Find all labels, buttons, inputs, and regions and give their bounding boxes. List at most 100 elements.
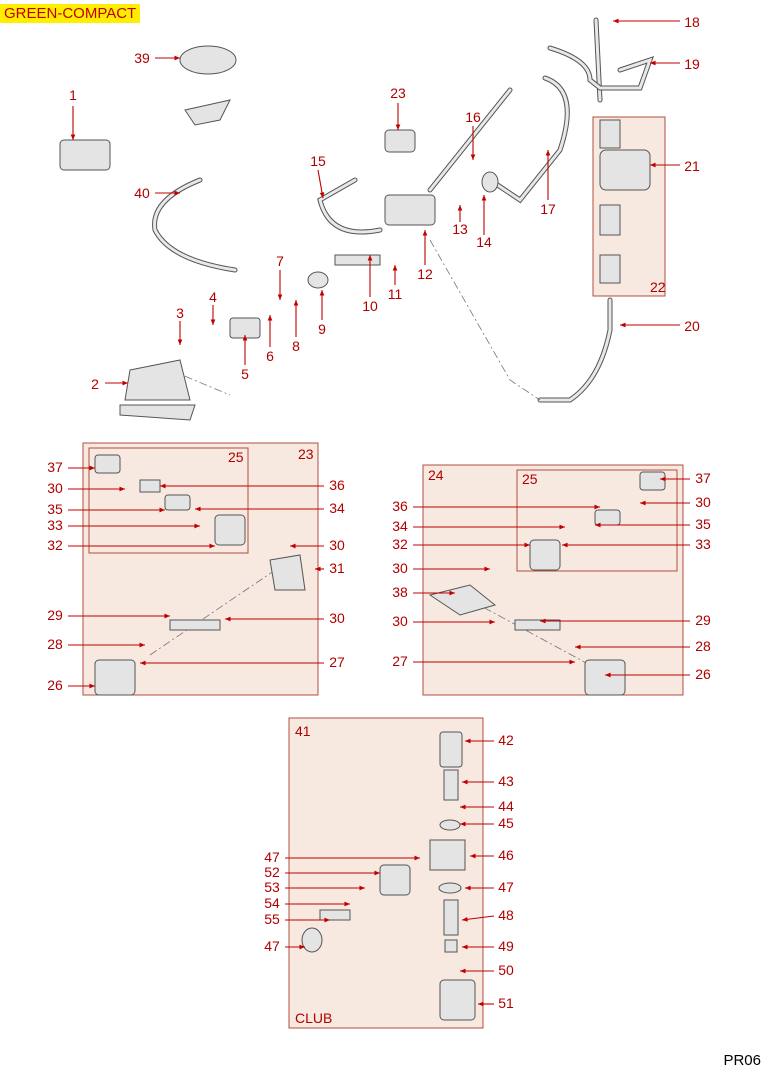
- callout-part-number: 26: [695, 666, 711, 682]
- callout-part-number: 10: [362, 298, 378, 314]
- callout-arrowhead: [462, 944, 468, 950]
- parts: [59, 45, 666, 1021]
- callout-part-number: 5: [241, 366, 249, 382]
- callout-part-number: 48: [498, 907, 514, 923]
- callout-arrowhead: [545, 150, 551, 156]
- box-label-22: 22: [650, 279, 666, 295]
- callout-part-number: 44: [498, 798, 514, 814]
- callout-arrowhead: [465, 885, 471, 891]
- callout-arrowhead: [177, 339, 183, 345]
- assembly-box-24: [422, 464, 684, 696]
- callout-part-number: 36: [392, 498, 408, 514]
- callout-arrowhead: [319, 192, 325, 198]
- callout-arrowhead: [640, 500, 646, 506]
- callout-part-number: 38: [392, 584, 408, 600]
- callout-arrowhead: [524, 542, 530, 548]
- callout-arrowhead: [575, 644, 581, 650]
- callout-part-number: 35: [47, 501, 63, 517]
- callout-part-number: 33: [695, 536, 711, 552]
- callout-arrowhead: [210, 319, 216, 325]
- callout-part-number: 30: [695, 494, 711, 510]
- callout-arrowhead: [374, 870, 380, 876]
- callout-arrowhead: [299, 944, 305, 950]
- callout-arrowhead: [160, 483, 166, 489]
- callout-part-number: 31: [329, 560, 345, 576]
- callout-arrowhead: [139, 642, 145, 648]
- callout-part-number: 2: [91, 376, 99, 392]
- callout-part-number: 42: [498, 732, 514, 748]
- callout-part-number: 4: [209, 289, 217, 305]
- callout-arrowhead: [195, 506, 201, 512]
- callout-part-number: 34: [392, 518, 408, 534]
- callout-part-number: 55: [264, 911, 280, 927]
- callout-arrowhead: [559, 524, 565, 530]
- box-label-41: 41: [295, 723, 311, 739]
- callout-arrowhead: [484, 566, 490, 572]
- callout-part-number: 21: [684, 158, 700, 174]
- callout-part-number: 12: [417, 266, 433, 282]
- callout-arrowhead: [194, 523, 200, 529]
- callout-arrowhead: [140, 660, 146, 666]
- callout-arrowhead: [540, 618, 546, 624]
- model-badge: GREEN-COMPACT: [0, 4, 141, 23]
- callout-part-number: 14: [476, 234, 492, 250]
- callout-arrowhead: [462, 916, 468, 922]
- callout-arrowhead: [460, 804, 466, 810]
- callout-arrowhead: [359, 885, 365, 891]
- callout-arrowhead: [119, 486, 125, 492]
- callout-part-number: 29: [47, 607, 63, 623]
- callout-part-number: 1: [69, 87, 77, 103]
- callout-arrowhead: [70, 134, 76, 140]
- callout-arrowhead: [277, 294, 283, 300]
- callout-arrowhead: [449, 590, 455, 596]
- callout-part-number: 51: [498, 995, 514, 1011]
- callout-part-number: 36: [329, 477, 345, 493]
- callout-arrowhead: [462, 779, 468, 785]
- callout-part-number: 27: [329, 654, 345, 670]
- callout-arrowhead: [324, 917, 330, 923]
- callout-arrowhead: [174, 190, 180, 196]
- callout-part-number: 30: [329, 537, 345, 553]
- callout-part-number: 9: [318, 321, 326, 337]
- callout-arrowhead: [164, 613, 170, 619]
- callout-labels: 1394023161517181921201413121110987654323…: [47, 14, 711, 1011]
- callout-part-number: 53: [264, 879, 280, 895]
- callout-part-number: 3: [176, 305, 184, 321]
- callout-part-number: 52: [264, 864, 280, 880]
- callout-arrowhead: [395, 124, 401, 130]
- callout-part-number: 18: [684, 14, 700, 30]
- callout-part-number: 46: [498, 847, 514, 863]
- callout-arrowhead: [660, 476, 666, 482]
- callout-part-number: 30: [329, 610, 345, 626]
- box-label-23: 23: [298, 446, 314, 462]
- callout-arrowhead: [89, 465, 95, 471]
- callout-part-number: 13: [452, 221, 468, 237]
- callout-arrowhead: [465, 738, 471, 744]
- callout-part-number: 35: [695, 516, 711, 532]
- callout-arrowhead: [460, 821, 466, 827]
- callout-part-number: 47: [264, 938, 280, 954]
- callout-arrowhead: [89, 683, 95, 689]
- callout-arrowhead: [562, 542, 568, 548]
- callout-part-number: 33: [47, 517, 63, 533]
- callout-part-number: 15: [310, 153, 326, 169]
- callout-part-number: 32: [392, 536, 408, 552]
- callout-part-number: 16: [465, 109, 481, 125]
- callout-part-number: 49: [498, 938, 514, 954]
- callout-part-number: 20: [684, 318, 700, 334]
- box-label-club: CLUB: [295, 1010, 332, 1026]
- callout-arrowhead: [650, 60, 656, 66]
- callout-part-number: 30: [392, 560, 408, 576]
- callout-part-number: 26: [47, 677, 63, 693]
- callout-arrowhead: [470, 853, 476, 859]
- callout-arrowhead: [595, 522, 601, 528]
- callout-arrowhead: [290, 543, 296, 549]
- callout-part-number: 54: [264, 895, 280, 911]
- callout-arrowhead: [344, 901, 350, 907]
- pipes: [149, 17, 655, 666]
- callout-arrowhead: [620, 322, 626, 328]
- callout-arrowhead: [122, 380, 128, 386]
- callout-arrowhead: [605, 672, 611, 678]
- callout-arrowhead: [457, 205, 463, 211]
